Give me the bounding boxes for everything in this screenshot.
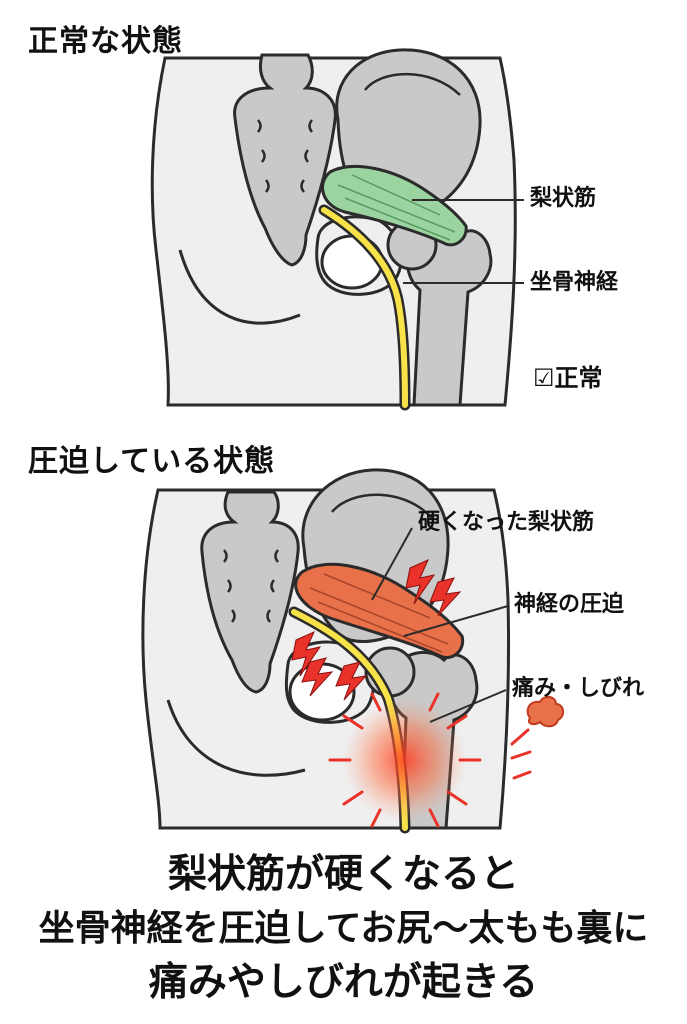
pain-glow <box>343 698 467 822</box>
compressed-heading: 圧迫している状態 <box>28 444 276 479</box>
sacrum <box>200 490 300 694</box>
label-pain-numbness: 痛み・しびれ <box>512 676 645 701</box>
sacral-foramina <box>222 549 280 623</box>
ischium <box>284 640 376 724</box>
lightning-bolt-icon <box>291 631 368 701</box>
label-piriformis: 梨状筋 <box>530 186 597 211</box>
ilium-rim <box>331 493 433 519</box>
leader-pain <box>429 689 507 723</box>
normal-panel <box>150 48 524 411</box>
pain-burst-icon <box>328 692 482 828</box>
muscle-fibers-stiff <box>309 573 449 653</box>
buttock-curve <box>166 699 306 777</box>
buttock-curve <box>178 249 301 325</box>
caption: 梨状筋が硬くなると 坐骨神経を圧迫してお尻〜太もも裏に 痛みやしびれが起きる <box>0 848 687 1010</box>
normal-status: ☑正常 <box>533 366 603 390</box>
compressed-panel <box>141 468 564 834</box>
label-sciatic-nerve: 坐骨神経 <box>530 270 619 295</box>
label-stiff-piriformis: 硬くなった梨状筋 <box>418 510 595 535</box>
piriformis-stiff <box>294 562 465 659</box>
muscle-fibers-normal <box>337 174 456 241</box>
piriformis-normal <box>321 165 468 247</box>
ilium-rim <box>364 72 461 96</box>
normal-heading: 正常な状態 <box>28 24 183 59</box>
leader-compression <box>403 605 509 637</box>
normal-status-text: 正常 <box>554 364 603 392</box>
leader-stiff-piriformis <box>371 527 413 601</box>
caption-line-3: 痛みやしびれが起きる <box>148 960 539 1005</box>
pain-puff-icon <box>510 696 564 780</box>
label-nerve-compression: 神経の圧迫 <box>514 592 625 617</box>
caption-line-1: 梨状筋が硬くなると <box>167 852 519 897</box>
caption-line-2: 坐骨神経を圧迫してお尻〜太もも裏に <box>38 908 649 949</box>
sacral-foramina <box>256 119 314 193</box>
lightning-bolt-icon <box>405 559 462 617</box>
sacrum <box>233 53 337 267</box>
check-icon: ☑ <box>533 364 555 392</box>
